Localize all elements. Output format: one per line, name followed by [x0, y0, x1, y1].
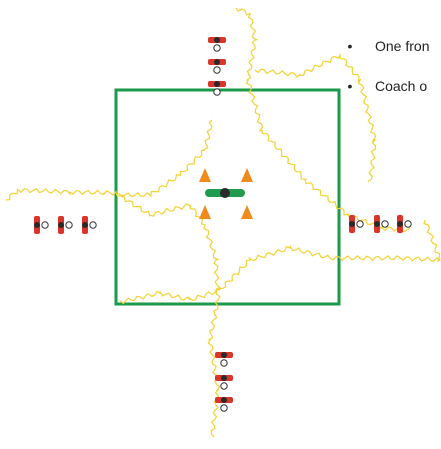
- player-marker-icon: [215, 397, 233, 411]
- path-top-left: [116, 120, 212, 197]
- bullet-dot: •: [340, 76, 360, 96]
- player-marker-icon: [208, 59, 226, 73]
- player-marker-icon: [208, 81, 226, 95]
- bullet-text-2: Coach o: [375, 78, 427, 94]
- player-marker-icon: [34, 216, 48, 234]
- path-right: [120, 220, 440, 303]
- player-marker-icon: [215, 375, 233, 389]
- center-bar-icon: [205, 188, 245, 198]
- cone-icon: [199, 168, 211, 182]
- bullet-list: • One fron • Coach o: [340, 36, 441, 116]
- cone-icon: [199, 205, 211, 219]
- player-marker-icon: [215, 352, 233, 366]
- cone-icon: [241, 205, 253, 219]
- bullet-dot: •: [340, 36, 360, 56]
- cone-icon: [241, 168, 253, 182]
- bullet-item-2: • Coach o: [340, 76, 441, 96]
- player-marker-icon: [349, 215, 363, 233]
- bullet-text-1: One fron: [375, 38, 429, 54]
- player-marker-icon: [397, 215, 411, 233]
- bullet-item-1: • One fron: [340, 36, 441, 56]
- player-marker-icon: [208, 37, 226, 51]
- player-marker-icon: [58, 216, 72, 234]
- player-marker-icon: [374, 215, 388, 233]
- player-marker-icon: [82, 216, 96, 234]
